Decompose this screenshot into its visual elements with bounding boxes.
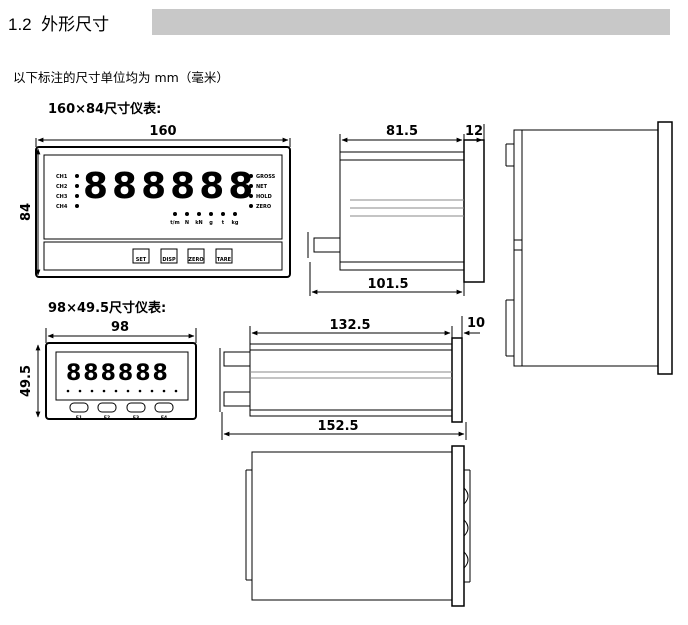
meter-1-total-depth-label: 101.5: [367, 277, 408, 292]
meter-2-display: 888888: [66, 361, 170, 386]
meter-2-button-f1: F1: [76, 415, 82, 421]
meter-1-led-ch2: CH2: [56, 184, 68, 190]
meter-1-button-set: SET: [136, 257, 147, 263]
meter-1-led-ch4: CH4: [56, 204, 68, 210]
meter-1-unit-4: g: [209, 220, 213, 226]
meter-1-button-zero: ZERO: [188, 257, 203, 263]
meter-1-led-gross: GROSS: [256, 174, 276, 180]
meter-2-button-f2: F2: [104, 415, 110, 421]
section-name: 外形尺寸: [41, 15, 110, 34]
meter-1-unit-1: t/m: [170, 220, 179, 226]
meter-1-led-net: NET: [256, 184, 268, 190]
meter-2-bezel-label: 10: [467, 316, 485, 331]
meter-2-front-view: [45, 342, 197, 420]
unit-note: 以下标注的尺寸单位均为 mm（毫米）: [13, 70, 229, 85]
section-title: 1.2 外形尺寸: [8, 10, 109, 35]
meter-1-heading: 160×84尺寸仪表:: [48, 102, 162, 117]
meter-1-unit-5: t: [222, 220, 225, 226]
meter-2-button-f4: F4: [161, 415, 167, 421]
meter-1-led-hold: HOLD: [256, 194, 272, 200]
meter-1-width-dimension: [35, 137, 291, 147]
meter-1-side-dimensions: [309, 124, 485, 296]
meter-1-body-depth-label: 81.5: [386, 124, 418, 139]
meter-2-width-dimension: [35, 328, 197, 418]
meter-1-unit-2: N: [185, 220, 189, 226]
meter-2-button-f3: F3: [133, 415, 139, 421]
meter-2-width-label: 98: [111, 320, 129, 335]
meter-1-led-ch3: CH3: [56, 194, 68, 200]
meter-2-top-view: [245, 445, 471, 607]
meter-2-side-view: [219, 337, 463, 423]
meter-1-unit-3: kN: [195, 220, 203, 226]
meter-2-total-depth-label: 152.5: [317, 419, 358, 434]
meter-1-unit-6: kg: [232, 220, 239, 226]
meter-1-display: 888888: [83, 166, 257, 207]
meter-1-width-label: 160: [149, 124, 176, 139]
meter-1-top-view: [505, 121, 673, 375]
section-header-bar: [152, 9, 670, 35]
meter-1-height-label: 84: [19, 203, 34, 221]
meter-1-led-ch1: CH1: [56, 174, 68, 180]
meter-1-led-zero: ZERO: [256, 204, 271, 210]
meter-1-button-disp: DISP: [162, 257, 176, 263]
meter-2-height-label: 49.5: [19, 365, 34, 397]
meter-1-bezel-label: 12: [465, 124, 483, 139]
meter-1-button-tare: TARE: [217, 257, 232, 263]
meter-2-body-depth-label: 132.5: [329, 318, 370, 333]
meter-2-side-dimensions: [221, 316, 480, 440]
section-number: 1.2: [8, 15, 32, 34]
meter-2-heading: 98×49.5尺寸仪表:: [48, 301, 167, 316]
meter-1-side-view: [307, 139, 485, 283]
